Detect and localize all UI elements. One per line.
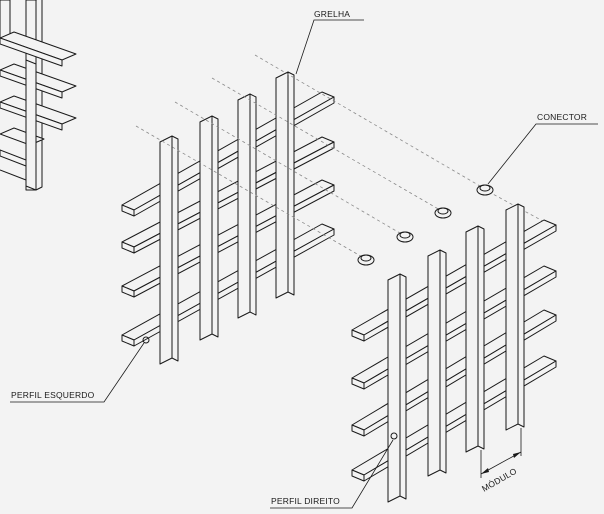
connector-4 [357,254,375,266]
alignment-lines [135,54,553,259]
conector-label: CONECTOR [537,112,587,122]
left-grid [121,71,335,365]
callouts: GRELHA CONECTOR PERFIL ESQUERDO PERFIL D… [10,9,598,509]
connector-2 [434,207,452,219]
module-dimension: MÓDULO [480,428,522,494]
right-grid [351,203,557,503]
left-profile-hole [142,336,150,344]
right-grid-posts [387,203,525,503]
partial-grid-left [0,0,77,191]
connector-3 [396,231,414,243]
right-profile-hole [390,432,398,440]
connectors [357,184,494,266]
connector-1 [476,184,494,196]
right-grid-rails [351,219,557,482]
perfil-direito-label: PERFIL DIREITO [271,496,340,506]
grelha-label: GRELHA [314,9,350,19]
left-grid-posts [159,71,295,365]
perfil-esquerdo-label: PERFIL ESQUERDO [11,390,95,400]
